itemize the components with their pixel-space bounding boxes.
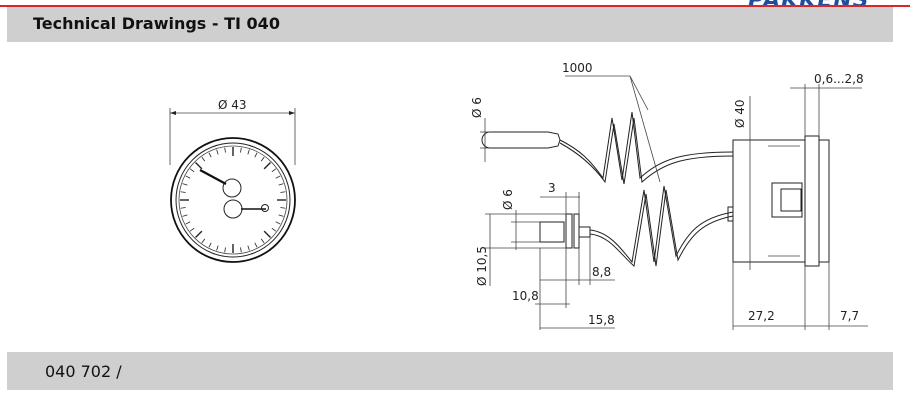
dial-tick (182, 183, 188, 186)
article-code: 040 702 / (45, 362, 122, 381)
dial-tick (240, 247, 242, 253)
page-title: Technical Drawings - TI 040 (33, 14, 280, 33)
gauge-side-view: Ø 6 3 Ø 6 Ø 10,5 8,8 (470, 61, 868, 330)
case-depth-label: 27,2 (748, 309, 775, 323)
dial-tick (185, 221, 191, 225)
dial-tick (275, 221, 281, 225)
front-diameter-label: Ø 43 (218, 98, 247, 112)
dial-tick (271, 168, 277, 173)
dial-tick (201, 156, 206, 162)
dial-tick (240, 147, 242, 153)
dial-tick (271, 227, 277, 232)
dial-tick (195, 162, 203, 170)
dial-tick (208, 242, 212, 248)
dial-tick (185, 175, 191, 179)
footer-bar: 040 702 / (7, 352, 893, 390)
stem-length-b-label: 10,8 (512, 289, 539, 303)
dial-tick (208, 152, 212, 158)
dial-tick (224, 247, 226, 253)
bezel-depth-label: 7,7 (840, 309, 859, 323)
bezel-gap-label: 0,6...2,8 (814, 72, 864, 86)
dial-tick (254, 242, 258, 248)
dial-tick (180, 191, 186, 193)
dial-tick (263, 230, 271, 238)
dial-tick (278, 214, 284, 217)
gauge-front-view: Ø 43 (169, 98, 296, 263)
dial-tick (280, 207, 286, 209)
header-accent-line (0, 5, 910, 7)
bulb-diameter-label: Ø 6 (470, 97, 484, 118)
dial-tick (216, 149, 219, 155)
dial-tick (224, 147, 226, 153)
dial-tick (278, 183, 284, 186)
flange-width-label: 3 (548, 181, 556, 195)
dial-tick (195, 230, 203, 238)
dial-tick (247, 245, 250, 251)
case-diameter-label: Ø 40 (733, 99, 747, 128)
flange-diameter-label: Ø 10,5 (475, 246, 489, 286)
dial-tick (263, 162, 271, 170)
dial-tick (275, 175, 281, 179)
dial-tick (247, 149, 250, 155)
dial-tick (254, 152, 258, 158)
dial-tick (280, 191, 286, 193)
dial-tick (260, 238, 265, 244)
capillary-length-label: 1000 (562, 61, 593, 75)
section-header: Technical Drawings - TI 040 (7, 7, 893, 42)
dial-tick (180, 207, 186, 209)
stem-length-a-label: 8,8 (592, 265, 611, 279)
dial-tick (260, 156, 265, 162)
dial-tick (216, 245, 219, 251)
dial-tick (182, 214, 188, 217)
dial-tick (201, 238, 206, 244)
dial-tick (189, 227, 195, 232)
dial-tick (189, 168, 195, 173)
stem-diameter-label: Ø 6 (501, 189, 515, 210)
stem-length-c-label: 15,8 (588, 313, 615, 327)
dial-ticks (180, 147, 286, 253)
